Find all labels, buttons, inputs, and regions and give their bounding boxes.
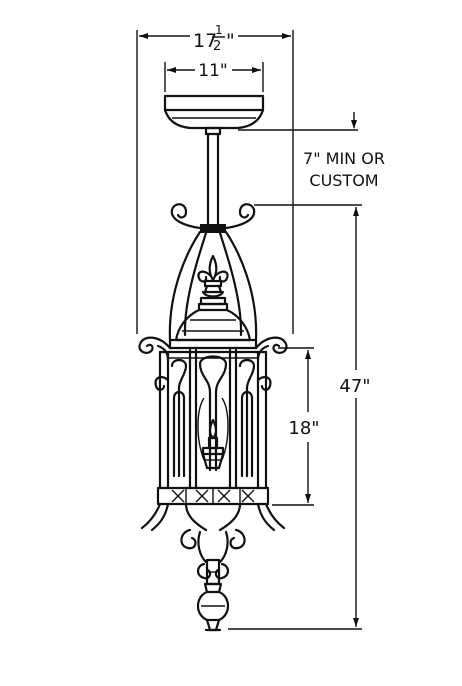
body-height-dimension: 18" xyxy=(272,347,320,506)
body-height-label: 18" xyxy=(288,418,319,439)
width-dimension-17-5: 17 1 2 " xyxy=(136,23,294,334)
lower-scroll-legs xyxy=(140,502,286,580)
lantern-base-band xyxy=(156,486,270,506)
fleur-de-lis-finial xyxy=(197,254,229,306)
chain-min-label-line2: CUSTOM xyxy=(309,171,378,190)
bottom-finial xyxy=(196,558,230,632)
candle-socket xyxy=(201,418,225,470)
chain-min-label-line1: 7" MIN OR xyxy=(303,149,385,168)
width-label-numerator: 1 xyxy=(215,23,223,37)
width-label-whole: 17 xyxy=(193,30,217,52)
overall-height-dimension: 47" xyxy=(228,204,371,630)
chain-min-dimension: 7" MIN OR CUSTOM xyxy=(238,112,385,190)
side-scroll-arms xyxy=(138,336,288,362)
canopy xyxy=(163,94,265,136)
lantern-dome xyxy=(168,302,258,350)
canopy-width-label: 11" xyxy=(198,61,227,81)
width-label-unit: " xyxy=(226,30,235,52)
top-scroll-arms xyxy=(168,203,258,342)
width-label-denominator: 2 xyxy=(213,39,221,54)
down-rod xyxy=(200,132,226,233)
lantern-body xyxy=(154,348,272,490)
overall-height-label: 47" xyxy=(339,376,370,397)
canopy-width-dimension: 11" xyxy=(164,61,264,92)
